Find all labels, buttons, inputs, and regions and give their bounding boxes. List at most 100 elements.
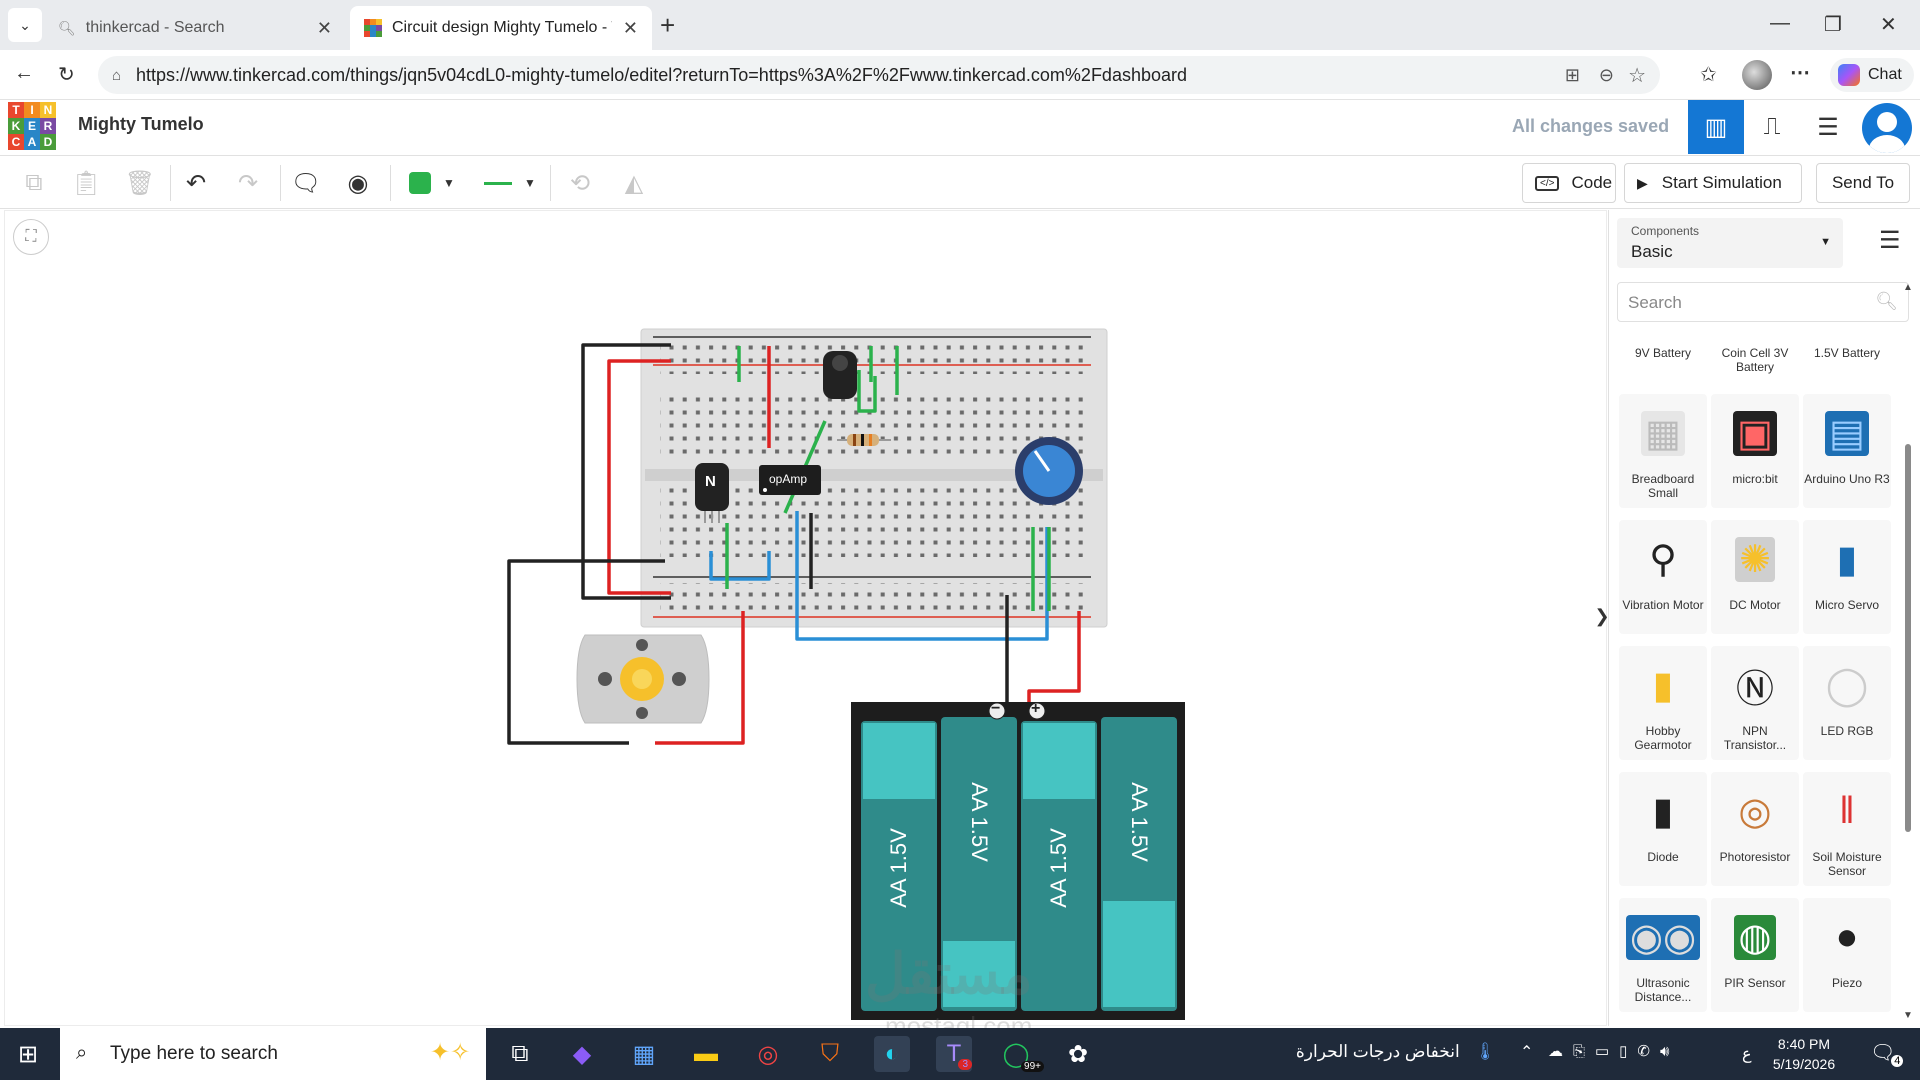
list-view-icon[interactable]: ☰ [1879,227,1901,254]
windows-start-icon[interactable]: ⊞ [17,1040,39,1068]
component-piezo[interactable]: ●Piezo [1803,898,1891,1012]
edge-icon[interactable]: ◐ [874,1036,910,1072]
app-available-icon[interactable]: ⊞ [1564,64,1580,85]
brave-icon[interactable]: ⛉ [821,1040,839,1067]
redo-icon[interactable]: ↷ [237,169,259,197]
delete-icon[interactable]: 🗑︎ [124,169,156,197]
close-tab-icon[interactable]: ✕ [316,18,332,38]
site-info-icon[interactable]: ⌂ [112,66,122,84]
weather-widget[interactable]: 🌡︎ انخفاض درجات الحرارة [1286,1042,1496,1062]
tab-search[interactable]: 🔍︎ thinkercad - Search ✕ [44,6,346,50]
circuit-canvas[interactable]: ⛶ [4,210,1610,1041]
close-tab-icon[interactable]: ✕ [622,18,638,38]
whatsapp-icon[interactable]: ◯99+ [998,1036,1044,1072]
chatgpt-icon[interactable]: ✿ [1067,1040,1089,1068]
file-explorer-icon[interactable]: ▬ [694,1040,718,1067]
component-partial-coin-cell[interactable]: Coin Cell 3V Battery [1721,346,1789,374]
notes-icon[interactable]: 🗨︎ [290,169,322,197]
panel-scrollbar[interactable]: ▲ ▼ [1903,282,1913,1026]
potentiometer[interactable] [1015,437,1083,505]
profile-avatar[interactable] [1742,60,1772,90]
component-thumbnail-icon: ◎ [1738,790,1772,833]
favorite-star-icon[interactable]: ☆ [1628,64,1646,87]
copilot-app-icon[interactable]: ◆ [572,1040,592,1068]
rotate-icon[interactable]: ⟲ [569,169,591,197]
back-arrow-icon[interactable]: ← [14,62,34,84]
component-ultrasonic-distance[interactable]: ◉◉Ultrasonic Distance... [1619,898,1707,1012]
clock[interactable]: 8:40 PM 5/19/2026 [1764,1034,1844,1074]
tab-tinkercad[interactable]: Circuit design Mighty Tumelo - Tin ✕ [350,6,652,50]
npn-transistor-top[interactable] [823,351,857,399]
more-menu-icon[interactable]: ⋯ [1790,62,1810,84]
undo-icon[interactable]: ↶ [185,169,207,197]
refresh-icon[interactable]: ↻ [58,64,75,86]
component-label: Piezo [1831,976,1863,990]
component-micro-servo[interactable]: ▮Micro Servo [1803,520,1891,634]
maximize-icon[interactable]: ❐ [1824,14,1842,36]
component-dc-motor[interactable]: ✺DC Motor [1711,520,1799,634]
taskbar-search[interactable]: ⌕ Type here to search ✦✧ [60,1028,486,1080]
resistor[interactable] [837,434,891,446]
notification-icon[interactable]: 🗨︎4 [1870,1040,1904,1067]
tinkercad-favicon-icon [364,19,382,37]
favorites-icon[interactable]: ✩ [1700,64,1717,86]
send-to-button[interactable]: Send To [1816,163,1910,203]
fit-view-button[interactable]: ⛶ [13,219,49,255]
component-hobby-gearmotor[interactable]: ▮Hobby Gearmotor [1619,646,1707,760]
component-partial-9v-battery[interactable]: 9V Battery [1634,346,1692,360]
components-dropdown[interactable]: Components Basic ▼ [1617,218,1843,268]
component-micro-bit[interactable]: ▣micro:bit [1711,394,1799,508]
minimize-icon[interactable]: — [1770,12,1790,34]
flip-icon[interactable]: ◭ [624,169,644,197]
copy-icon[interactable]: ⧉ [25,169,43,196]
start-simulation-button[interactable]: ▶ Start Simulation [1624,163,1802,203]
component-arduino-uno-r3[interactable]: ▤Arduino Uno R3 [1803,394,1891,508]
component-photoresistor[interactable]: ◎Photoresistor [1711,772,1799,886]
wire-color-picker[interactable]: ▼ [402,165,462,201]
notes-visibility-icon[interactable]: ◉ [347,169,369,197]
design-title[interactable]: Mighty Tumelo [78,114,204,134]
chrome-icon[interactable]: ◎ [757,1040,779,1068]
user-avatar[interactable] [1862,103,1912,153]
component-list-button[interactable]: ☰ [1800,100,1856,154]
language-indicator[interactable]: ع [1742,1046,1752,1063]
tray-chevron-icon[interactable]: ⌃ [1520,1044,1534,1061]
zoom-icon[interactable]: ⊖ [1598,64,1614,85]
new-tab-button[interactable]: + [660,10,676,40]
npn-transistor[interactable] [695,463,729,523]
tab-list-dropdown[interactable]: ⌄ [8,8,42,42]
component-vibration-motor[interactable]: ⚲Vibration Motor [1619,520,1707,634]
caret-down-icon: ▼ [443,176,455,190]
component-pir-sensor[interactable]: ◍PIR Sensor [1711,898,1799,1012]
wires[interactable] [507,343,1081,745]
url-field[interactable]: ⌂ https://www.tinkercad.com/things/jqn5v… [98,56,1660,94]
copilot-chat-button[interactable]: Chat [1830,58,1914,92]
code-button[interactable]: </> Code [1522,163,1616,203]
component-led-rgb[interactable]: ◯LED RGB [1803,646,1891,760]
task-view-icon[interactable]: ⧉ [511,1040,529,1067]
circuit-view-button[interactable]: ▥ [1688,100,1744,154]
store-icon[interactable]: ▦ [632,1040,656,1068]
component-search-input[interactable]: Search 🔍︎ [1617,282,1909,322]
schematic-view-button[interactable]: ⎍ [1744,100,1800,154]
scroll-up-icon[interactable]: ▲ [1903,282,1913,293]
scroll-down-icon[interactable]: ▼ [1903,1010,1913,1021]
component-breadboard-small[interactable]: ▦Breadboard Small [1619,394,1707,508]
wire-type-picker[interactable]: ▼ [478,165,542,201]
component-soil-moisture-sensor[interactable]: ‖Soil Moisture Sensor [1803,772,1891,886]
scroll-thumb[interactable] [1905,444,1911,832]
paste-icon[interactable]: 📋︎ [70,169,102,197]
dc-motor[interactable] [576,634,710,724]
component-thumbnail-icon: ▤ [1809,400,1885,466]
thermometer-icon: 🌡︎ [1474,1042,1496,1061]
close-window-icon[interactable]: ✕ [1880,14,1897,36]
component-partial-1-5v-battery[interactable]: 1.5V Battery [1813,346,1881,360]
panel-collapse-button[interactable]: ❯ [1594,591,1609,641]
battery-pack[interactable] [851,702,1185,1020]
component-diode[interactable]: ▮Diode [1619,772,1707,886]
npn-label: N [705,473,716,490]
opamp-chip[interactable] [759,465,821,495]
